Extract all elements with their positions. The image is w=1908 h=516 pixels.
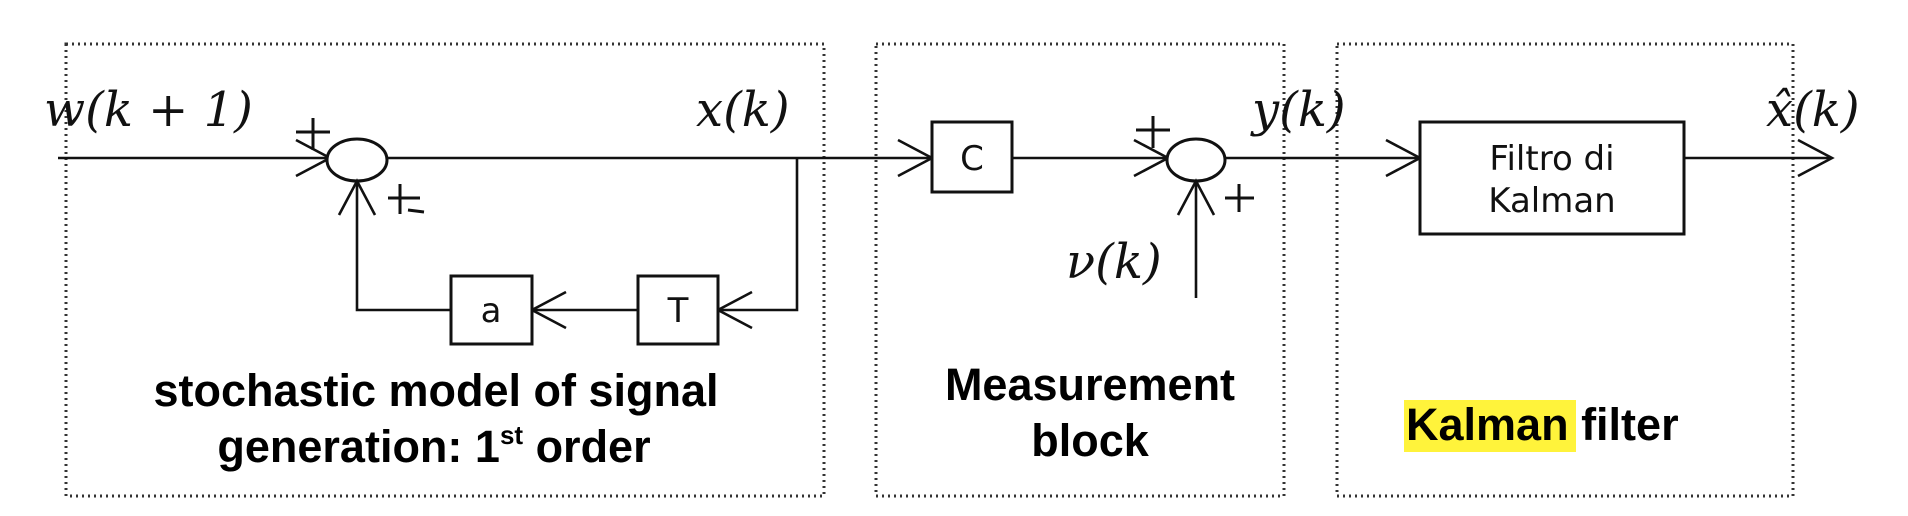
kalman-filter-block (1418, 120, 1686, 236)
model-caption-line1: stochastic model of signal (153, 365, 718, 416)
feedback-arrowhead-sum (337, 178, 377, 216)
sum1-feedback-plus-sign (388, 184, 425, 214)
kalman-caption: Kalman filter (1406, 399, 1679, 450)
measurement-caption-line1: Measurement (945, 359, 1235, 410)
sum2-input-plus-sign (1136, 116, 1170, 148)
feedback-wire-to-T (718, 158, 799, 312)
noise-signal-label: ν(k) (1066, 234, 1162, 290)
feedback-wire-to-sum (355, 181, 451, 312)
noise-arrowhead (1176, 178, 1216, 216)
measurement-section (930, 116, 1423, 298)
state-signal-label: x(k) (696, 82, 790, 138)
kalman-section (1418, 120, 1835, 236)
measurement-caption-line2: block (1031, 415, 1150, 466)
input-signal-label: w(k + 1) (44, 82, 253, 138)
sum2-noise-plus-sign (1225, 184, 1254, 212)
model-section (58, 118, 935, 346)
delay-block-T (636, 274, 720, 346)
model-caption-line2: generation: 1st order (217, 420, 650, 472)
estimate-signal-label: x̂(k) (1766, 82, 1860, 138)
measurement-block-label: C (960, 139, 984, 179)
sum1-input-plus-sign (296, 118, 330, 150)
kalman-caption-rest: filter (1569, 399, 1679, 450)
summing-junction-1 (325, 137, 389, 183)
model-caption-superscript: st (500, 420, 523, 450)
kalman-block-label-line1: Filtro di (1489, 139, 1614, 179)
kalman-section-frame (1335, 42, 1795, 498)
kalman-caption-highlight (1404, 400, 1576, 452)
model-caption-line2-end: order (523, 421, 651, 472)
gain-block-label: a (481, 291, 502, 331)
summing-junction-2 (1165, 137, 1227, 183)
kalman-block-label-line2: Kalman (1488, 181, 1615, 221)
output-signal-label: y(k) (1250, 82, 1346, 138)
measurement-block-C (930, 120, 1014, 194)
model-section-frame (64, 42, 826, 498)
estimate-arrowhead (1797, 138, 1835, 178)
delay-block-label: T (667, 291, 689, 331)
kalman-caption-highlight-word: Kalman (1406, 399, 1569, 450)
model-caption-line2-start: generation: 1 (217, 421, 500, 472)
measurement-section-frame (874, 42, 1286, 498)
